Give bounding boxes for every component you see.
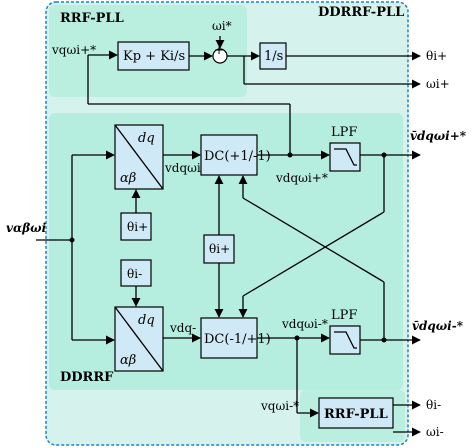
v-dq-plus-bar-label: v̄dqωi+* [410,129,467,143]
theta-minus-output-label: θi- [426,398,441,412]
omega-plus-output-label: ωi+ [426,77,450,91]
v-dq-minus-star-label: vdqωi-* [281,317,328,331]
v-q-ref-label: vqωi+* [51,43,96,57]
theta-plus-top-block [120,212,152,241]
v-dq-plus-star-label: vdqωi+* [275,171,328,185]
theta-plus-output-label: θi+ [426,49,447,63]
theta-plus-top-label: θi+ [127,220,148,234]
theta-plus-mid-label: θi+ [209,242,230,256]
dc-top-block [200,134,258,176]
theta-minus-block [120,259,152,287]
v-dq-minus-bar-label: v̄dqωi-* [412,319,464,333]
park-top-dq: dq [138,131,155,146]
dc-bottom-label: DC(-1/+1) [204,332,271,347]
omega-minus-output-label: ωi- [426,425,444,439]
pi-controller-label: Kp + Ki/s [123,49,185,64]
rrf-pll-bottom-label: RRF-PLL [324,407,388,422]
lpf-top-label: LPF [331,125,357,140]
dc-top-label: DC(+1/-1) [204,149,271,164]
dc-bottom-block [200,317,258,359]
omega-star-label: ωi* [212,19,232,33]
rrf-pll-bottom-block [318,397,394,429]
v-q-minus-ref-label: vqωi-* [260,399,299,413]
theta-minus-label: θi- [127,267,142,281]
lpf-top-block [329,142,361,172]
rrf-pll-top-title: RRF-PLL [60,11,124,26]
ddrrf-title: DDRRF [60,370,114,385]
lpf-bottom-label: LPF [331,308,357,323]
park-top-alphabeta: αβ [120,171,136,186]
ddrrf-pll-title: DDRRF-PLL [318,5,404,20]
park-bottom-alphabeta: αβ [120,353,136,368]
park-bottom-dq: dq [138,313,155,328]
lpf-bottom-block [329,325,361,355]
v-dq-plus-in-label: vdqωi+ [164,161,211,175]
summing-plus-sign: + [214,43,224,57]
v-alpha-beta-label: vαβωi [6,221,47,235]
v-dq-minus-in-label: vdq- [169,321,196,335]
integrator-label: 1/s [264,49,283,64]
